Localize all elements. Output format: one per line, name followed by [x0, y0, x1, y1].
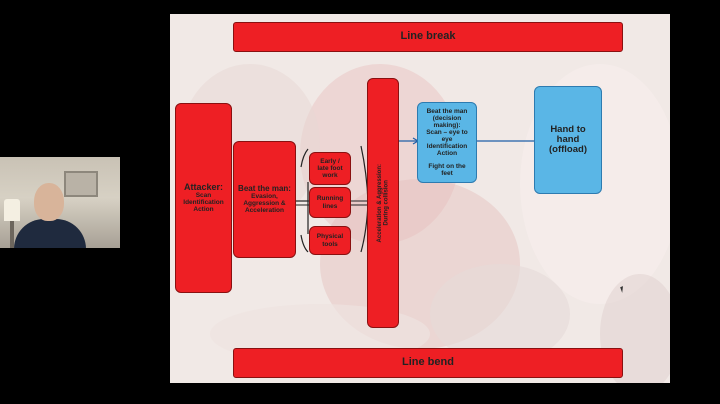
decision-making-box: Beat the man (decision making): Scan – e…	[417, 102, 477, 183]
presentation-slide: Line break Attacker: Scan Identification…	[170, 14, 670, 383]
sidebar-panel	[0, 0, 120, 404]
collision-label: Acceleration & Aggression: During collis…	[376, 163, 389, 243]
line-bend-banner: Line bend	[233, 348, 623, 378]
lamp-stand	[10, 221, 14, 248]
webcam-video	[0, 157, 120, 248]
decision-fight: Fight on the feet	[428, 163, 466, 178]
wall-picture	[64, 171, 98, 197]
offload-box: Hand to hand (offload)	[534, 86, 602, 194]
presenter-head	[34, 183, 64, 221]
lamp-shade	[4, 199, 20, 221]
presenter-body	[14, 219, 86, 248]
attacker-box: Attacker: Scan Identification Action	[175, 103, 232, 293]
beat-the-man-detail: Evasion, Aggression & Acceleration	[243, 193, 286, 215]
decision-steps: Identification Action	[426, 143, 468, 158]
footwork-box: Early / late foot work	[309, 152, 351, 185]
physical-tools-box: Physical tools	[309, 226, 351, 255]
beat-the-man-box: Beat the man: Evasion, Aggression & Acce…	[233, 141, 296, 258]
attacker-detail: Scan Identification Action	[183, 192, 224, 214]
running-lines-box: Running lines	[309, 187, 351, 218]
decision-scan: Scan – eye to eye	[426, 128, 468, 143]
beat-the-man-title: Beat the man:	[238, 183, 291, 193]
attacker-title: Attacker:	[183, 181, 223, 192]
line-break-banner: Line break	[233, 22, 623, 52]
decision-title: Beat the man (decision making):	[426, 107, 468, 129]
collision-box: Acceleration & Aggression: During collis…	[367, 78, 399, 328]
